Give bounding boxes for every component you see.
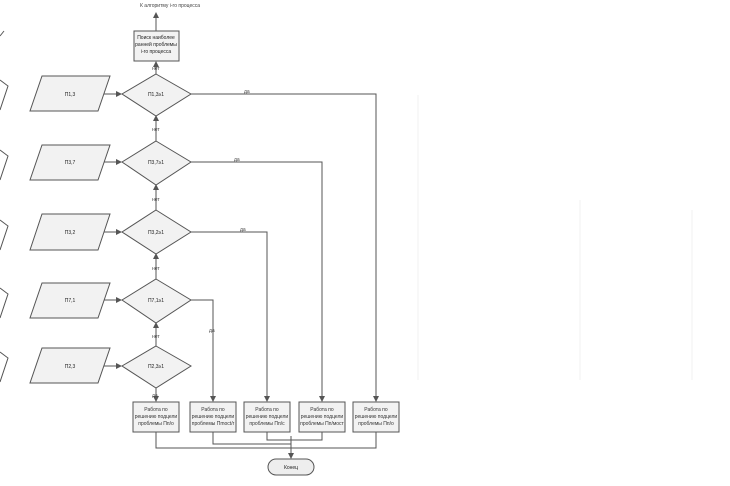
decision-5: П2,3≥1: [121, 345, 192, 389]
svg-text:П2,3≥1: П2,3≥1: [148, 364, 164, 370]
top-text: К алгоритму i-го процесса: [140, 3, 200, 9]
no-label-d3: нет: [152, 197, 160, 203]
svg-text:П7,1≥1: П7,1≥1: [148, 298, 164, 304]
end-terminator: Конец: [267, 458, 315, 476]
svg-text:проблемы Пп/мост: проблемы Пп/мост: [300, 421, 344, 427]
svg-text:i-го процесса: i-го процесса: [141, 49, 172, 55]
no-label-d2: нет: [152, 127, 160, 133]
svg-text:П3,7: П3,7: [65, 160, 76, 166]
decision-4: П7,1≥1: [121, 278, 192, 324]
decision-2: П3,7≥1: [121, 140, 192, 186]
svg-text:Работа по: Работа по: [364, 407, 388, 413]
svg-text:П3,2≥1: П3,2≥1: [148, 230, 164, 236]
work-box-2: Работа по решению подцели проблемы Пmoct…: [189, 401, 237, 433]
svg-text:П3,2: П3,2: [65, 230, 76, 236]
yes-label-d2: да: [234, 157, 240, 163]
svg-text:решению подцели: решению подцели: [246, 414, 289, 420]
svg-text:П1,3: П1,3: [65, 92, 76, 98]
svg-text:Работа по: Работа по: [201, 407, 225, 413]
input-5: П2,3: [29, 347, 111, 384]
decision-1: П1,3≥1: [121, 73, 192, 117]
svg-text:П7,1: П7,1: [65, 298, 76, 304]
input-4: П7,1: [29, 282, 111, 319]
svg-text:проблемы Пп/о: проблемы Пп/о: [138, 421, 174, 427]
svg-text:проблемы Пп/с: проблемы Пп/с: [249, 421, 285, 427]
input-2: П3,7: [29, 144, 111, 181]
svg-text:П2,3: П2,3: [65, 364, 76, 370]
svg-text:П1,3≥1: П1,3≥1: [148, 92, 164, 98]
svg-text:Работа по: Работа по: [255, 407, 279, 413]
no-label-d4: нет: [152, 266, 160, 272]
svg-text:Поиск наиболее: Поиск наиболее: [137, 35, 175, 41]
svg-text:ранней проблемы: ранней проблемы: [135, 41, 177, 48]
yes-label-d1: да: [244, 89, 250, 95]
work-box-3: Работа по решению подцели проблемы Пп/с: [243, 401, 291, 433]
search-box: Поиск наиболее ранней проблемы i-го проц…: [133, 30, 180, 62]
no-label-d5: нет: [152, 334, 160, 340]
yes-label-d4: да: [209, 328, 215, 334]
svg-text:решению подцели: решению подцели: [301, 414, 344, 420]
input-1: П1,3: [29, 75, 111, 112]
svg-text:решению подцели: решению подцели: [192, 414, 235, 420]
svg-text:Конец: Конец: [284, 465, 298, 471]
input-3: П3,2: [29, 213, 111, 251]
svg-text:проблемы Пп/о: проблемы Пп/о: [358, 421, 394, 427]
svg-text:решению подцели: решению подцели: [355, 414, 398, 420]
svg-text:П3,7≥1: П3,7≥1: [148, 160, 164, 166]
yes-label-d3: да: [240, 227, 246, 233]
work-box-1: Работа по решению подцели проблемы Пп/о: [132, 401, 180, 433]
work-box-5: Работа по решению подцели проблемы Пп/о: [352, 401, 400, 433]
no-label-d1: нет: [152, 66, 160, 72]
yes-label-d5: да: [152, 393, 158, 399]
decision-3: П3,2≥1: [121, 209, 192, 255]
svg-text:Работа по: Работа по: [310, 407, 334, 413]
work-box-4: Работа по решению подцели проблемы Пп/мо…: [298, 401, 346, 433]
svg-text:проблемы Пmoct/r: проблемы Пmoct/r: [192, 421, 235, 427]
svg-text:Работа по: Работа по: [144, 407, 168, 413]
svg-text:решению подцели: решению подцели: [135, 414, 178, 420]
left-edge-shapes: [0, 30, 9, 383]
faint-guides: [417, 95, 693, 380]
